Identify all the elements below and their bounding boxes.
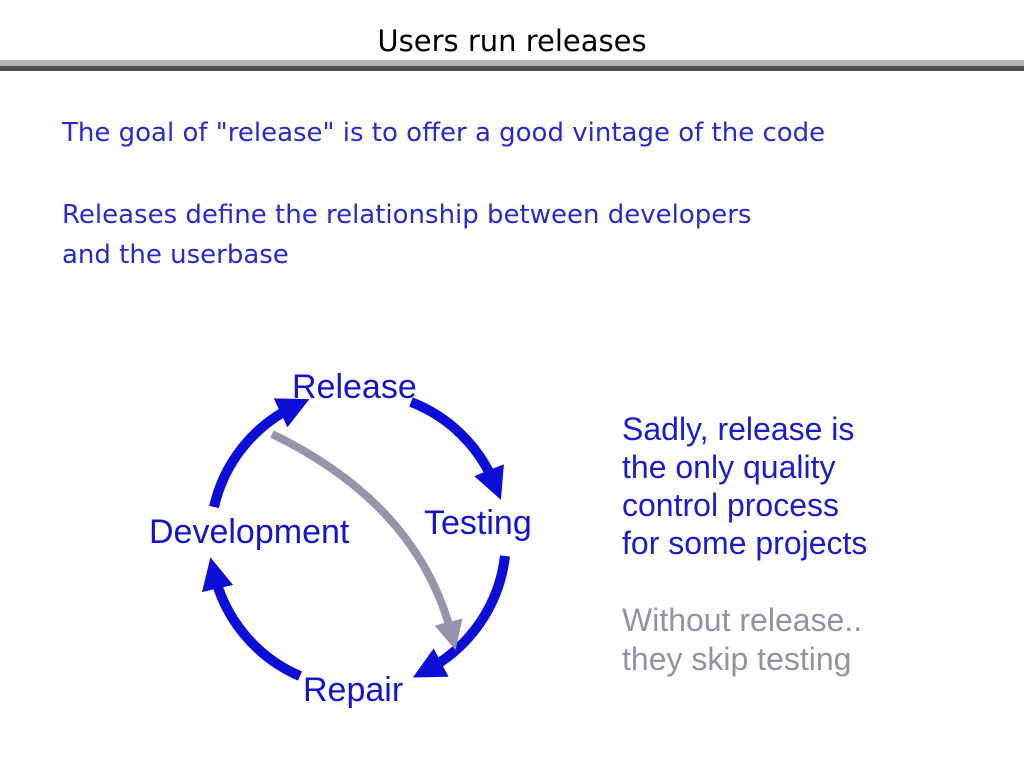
aside-quality-note-line: the only quality: [622, 449, 836, 485]
shortcut-release-to-repair-arrow: [270, 430, 463, 650]
node-label-testing: Testing: [424, 504, 532, 542]
title-divider: [0, 60, 1024, 71]
aside-quality-note-line: Sadly, release is: [622, 411, 855, 447]
aside-skip-testing-note: Without release.. they skip testing: [622, 601, 862, 679]
aside-quality-note-line: for some projects: [622, 525, 868, 561]
intro-text-relationship-line1: Releases define the relationship between…: [62, 200, 752, 230]
aside-quality-note: Sadly, release is the only quality contr…: [622, 410, 867, 562]
arc-development-to-release-arrow: [209, 398, 310, 509]
node-label-development: Development: [149, 513, 350, 551]
intro-text-goal: The goal of "release" is to offer a good…: [62, 118, 826, 148]
aside-skip-testing-line: they skip testing: [622, 641, 852, 677]
page-title: Users run releases: [377, 24, 647, 58]
title-divider-light-band: [0, 60, 1024, 66]
arc-testing-to-repair-arrow: [412, 555, 510, 678]
arc-repair-to-development-arrow: [201, 557, 302, 681]
node-label-repair: Repair: [303, 671, 404, 709]
node-label-release: Release: [292, 368, 417, 406]
aside-quality-note-line: control process: [622, 487, 839, 523]
title-divider-dark-band: [0, 66, 1024, 71]
aside-skip-testing-line: Without release..: [622, 602, 863, 638]
arc-release-to-testing-arrow: [409, 397, 504, 500]
intro-text-relationship-line2: and the userbase: [62, 240, 289, 270]
